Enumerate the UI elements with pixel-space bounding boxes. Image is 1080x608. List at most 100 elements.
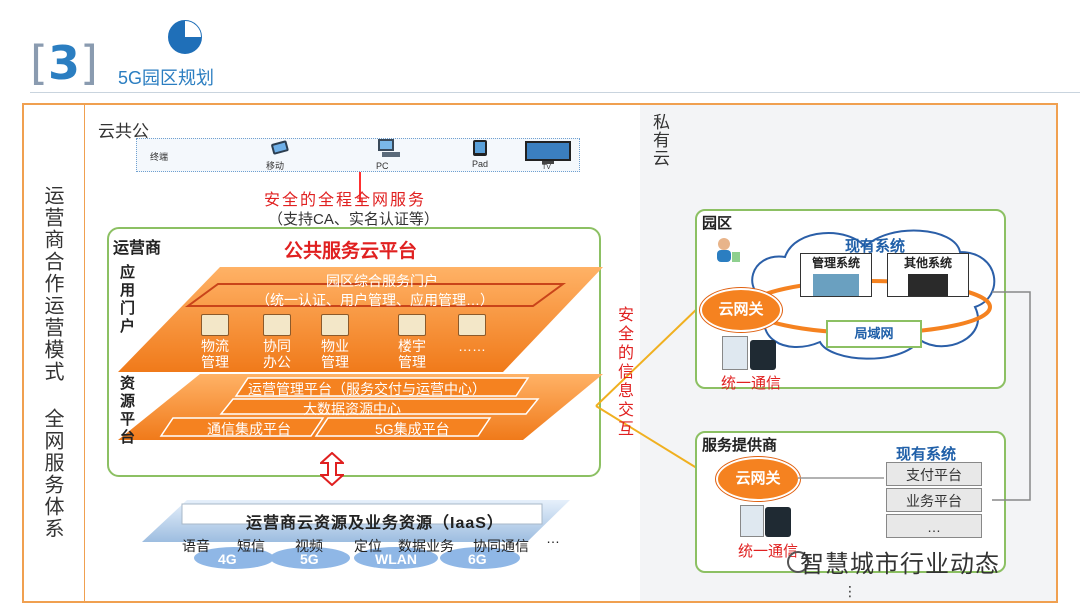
- pc-label: PC: [376, 161, 389, 171]
- app-label-line2: 管理: [398, 354, 426, 370]
- gateway-connector: [798, 477, 884, 479]
- comm-platform: 通信集成平台: [207, 421, 291, 437]
- system-label: 全网服务体系: [41, 408, 63, 540]
- service-item: 协同通信: [473, 538, 529, 554]
- wechat-icon: [787, 551, 809, 573]
- more-platforms: …: [886, 514, 982, 538]
- network-5g: 5G: [300, 551, 319, 567]
- service-provider-label: 服务提供商: [702, 437, 778, 454]
- business-platform: 业务平台: [886, 488, 982, 512]
- ops-platform: 运营管理平台（服务交付与运营中心）: [248, 381, 486, 397]
- mobile-icon: [271, 140, 289, 155]
- service-item: 数据业务: [398, 538, 454, 554]
- security-subtitle: （支持CA、实名认证等）: [268, 211, 439, 228]
- private-cloud-label: 私有云: [653, 113, 670, 168]
- other-system-box: 其他系统: [887, 253, 969, 297]
- lan-box: 局域网: [826, 320, 922, 348]
- network-4g: 4G: [218, 551, 237, 567]
- park-unified-comm: 统一通信: [721, 375, 782, 392]
- bigdata-center: 大数据资源中心: [303, 401, 401, 417]
- park-label: 园区: [702, 215, 733, 232]
- platform-layers: [118, 267, 603, 440]
- network-wlan: WLAN: [375, 551, 417, 567]
- ellipsis-mark: ⋮: [843, 583, 857, 599]
- info-exchange-label: 安全的信息交互: [618, 307, 635, 438]
- app-icon: [458, 314, 486, 336]
- interaction-lines: [595, 305, 701, 471]
- service-item: 视频: [295, 538, 323, 554]
- header-divider: [30, 92, 1080, 93]
- section-number-value: 3: [47, 36, 80, 90]
- watermark-text: 智慧城市行业动态: [800, 551, 1000, 578]
- g5-platform: 5G集成平台: [375, 421, 450, 437]
- payment-platform: 支付平台: [886, 462, 982, 486]
- service-item: …: [546, 530, 560, 546]
- right-connector: [992, 291, 1031, 501]
- app-label-line2: 办公: [263, 354, 291, 370]
- tv-icon: [525, 141, 571, 164]
- service-item: 语音: [182, 538, 210, 554]
- frame-divider: [84, 104, 85, 602]
- sp-unified-comm: 统一通信: [738, 543, 799, 560]
- app-label-line1: 物业: [321, 338, 349, 354]
- park-cloud-gateway: 云网关: [700, 288, 782, 332]
- app-label-line1: 楼宇: [398, 338, 426, 354]
- app-logistics[interactable]: 物流 管理: [195, 314, 235, 370]
- app-icon: [263, 314, 291, 336]
- sp-cloud-gateway: 云网关: [716, 457, 800, 501]
- app-label-line1: ……: [458, 338, 486, 354]
- app-collab-office[interactable]: 协同 办公: [257, 314, 297, 370]
- public-service-platform-title: 公共服务云平台: [284, 241, 418, 262]
- tv-label: TV: [542, 164, 551, 171]
- app-label-line1: 协同: [263, 338, 291, 354]
- security-arrow: [359, 172, 361, 202]
- model-label: 运营商合作运营模式: [41, 185, 63, 383]
- app-property[interactable]: 物业 管理: [315, 314, 355, 370]
- mgmt-system-box: 管理系统: [800, 253, 872, 297]
- park-existing-system: 现有系统: [845, 238, 906, 255]
- app-icon: [201, 314, 229, 336]
- app-icon: [321, 314, 349, 336]
- page-title: 5G园区规划: [118, 68, 215, 88]
- phone-icon: [750, 340, 776, 370]
- iaas-title: 运营商云资源及业务资源（IaaS）: [246, 515, 504, 532]
- app-label-line2: 管理: [321, 354, 349, 370]
- security-title: 安全的全程全网服务: [264, 192, 427, 209]
- sp-person-avatar: [740, 505, 764, 537]
- operator-label: 运营商: [113, 240, 162, 257]
- mgmt-system-screen: [813, 274, 859, 296]
- operator-box: [107, 227, 601, 477]
- bracket-open: [: [30, 36, 48, 90]
- app-building[interactable]: 楼宇 管理: [392, 314, 432, 370]
- app-icon: [398, 314, 426, 336]
- double-arrow-icon: [320, 452, 344, 486]
- user-icon: [717, 238, 740, 262]
- portal-subtitle: （统一认证、用户管理、应用管理…）: [256, 292, 494, 308]
- terminal-bar: [136, 138, 580, 172]
- mgmt-system-label: 管理系统: [811, 256, 860, 270]
- app-portal-label: 应用门户: [120, 264, 136, 335]
- app-label-line1: 物流: [201, 338, 229, 354]
- resource-platform-label: 资源平台: [120, 375, 136, 446]
- app-more[interactable]: ……: [452, 314, 492, 354]
- other-system-device: [908, 274, 948, 296]
- terminal-label: 终端: [150, 152, 169, 162]
- other-system-label: 其他系统: [903, 256, 952, 270]
- app-label-line2: 管理: [201, 354, 229, 370]
- iaas-layer: [142, 500, 570, 569]
- service-item: 短信: [237, 538, 265, 554]
- pie-icon: [168, 20, 202, 54]
- network-6g: 6G: [468, 551, 487, 567]
- portal-title: 园区综合服务门户: [326, 273, 438, 289]
- section-number: [3]: [30, 38, 98, 88]
- mobile-label: 移动: [266, 161, 285, 171]
- sp-phone-icon: [765, 507, 791, 537]
- diagram-frame: [22, 103, 1058, 603]
- pc-icon: [378, 139, 400, 157]
- bracket-close: ]: [79, 36, 98, 90]
- pad-label: Pad: [472, 159, 489, 169]
- public-cloud-label: 云共公: [98, 122, 149, 141]
- sp-existing-system: 现有系统: [896, 446, 957, 463]
- pad-icon: [473, 140, 487, 156]
- service-item: 定位: [354, 538, 382, 554]
